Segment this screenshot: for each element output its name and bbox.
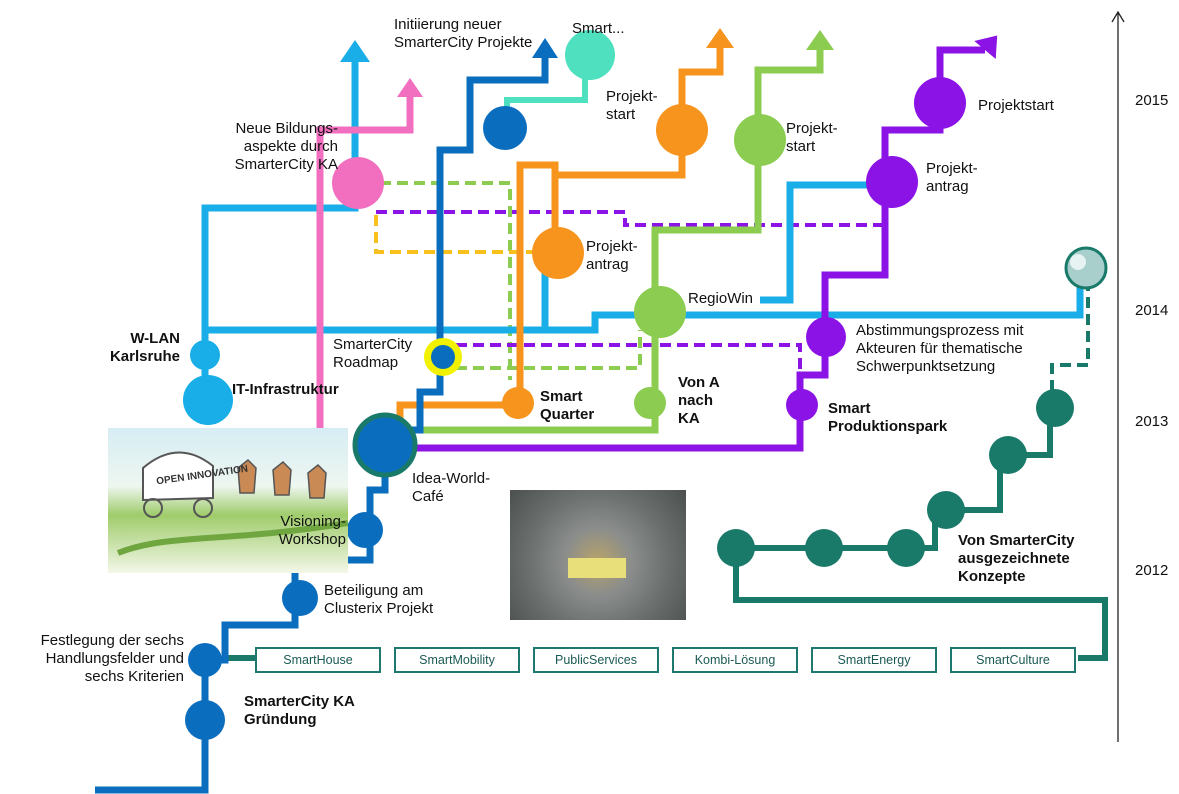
label-ideaworld: Idea-World- Café bbox=[412, 470, 491, 505]
field-smarthouse: SmartHouse bbox=[255, 647, 381, 673]
station-regiowin bbox=[634, 286, 686, 338]
station-future-teal-highlight bbox=[1070, 254, 1086, 270]
label-projektstart-orange: Projekt- start bbox=[606, 88, 658, 123]
workshop-photo bbox=[510, 490, 686, 620]
label-von-a-nach-ka: Von A nach KA bbox=[678, 374, 720, 427]
label-projektstart-purple: Projektstart bbox=[978, 97, 1054, 114]
station-roadmap bbox=[431, 345, 455, 369]
station-teal-1 bbox=[717, 529, 755, 567]
station-projektantrag-orange bbox=[532, 227, 584, 279]
label-projektantrag-purple: Projekt- antrag bbox=[926, 160, 978, 195]
label-ausgezeichnet: Von SmarterCity ausgezeichnete Konzepte bbox=[958, 532, 1075, 585]
year-2014: 2014 bbox=[1135, 302, 1169, 319]
station-it-infrastruktur bbox=[183, 375, 233, 425]
station-festlegung bbox=[188, 643, 222, 677]
green-arrow-icon bbox=[806, 30, 834, 50]
year-2013: 2013 bbox=[1135, 413, 1169, 430]
year-2012: 2012 bbox=[1135, 562, 1169, 579]
station-projektstart-green bbox=[734, 114, 786, 166]
label-roadmap: SmarterCity Roadmap bbox=[333, 336, 413, 371]
station-gruendung bbox=[185, 700, 225, 740]
station-teal-2 bbox=[805, 529, 843, 567]
label-visioning: Visioning- Workshop bbox=[278, 513, 346, 548]
station-visioning bbox=[347, 512, 383, 548]
label-smart: Smart... bbox=[572, 20, 625, 37]
field-smartculture: SmartCulture bbox=[950, 647, 1076, 673]
time-axis-arrow-icon bbox=[1111, 10, 1125, 23]
station-teal-6 bbox=[1036, 389, 1074, 427]
pink-line bbox=[316, 95, 414, 440]
field-kombi-loesung: Kombi-Lösung bbox=[672, 647, 798, 673]
light-blue-line-mid bbox=[205, 270, 1084, 334]
station-ideaworld bbox=[352, 412, 418, 478]
label-regiowin: RegioWin bbox=[688, 290, 754, 307]
light-blue-line-upper bbox=[760, 181, 880, 304]
orange-line-low bbox=[396, 161, 559, 420]
station-future-teal bbox=[1064, 246, 1108, 290]
label-produktionspark: Smart Produktionspark bbox=[828, 400, 948, 435]
station-projektantrag-purple bbox=[866, 156, 918, 208]
station-projektstart-purple bbox=[914, 77, 966, 129]
label-projektantrag-orange: Projekt- antrag bbox=[586, 238, 638, 273]
station-teal-5 bbox=[989, 436, 1027, 474]
station-abstimmung bbox=[806, 317, 846, 357]
light-blue-arrow-icon bbox=[340, 40, 370, 62]
station-teal-4 bbox=[927, 491, 965, 529]
label-wlan: W-LAN Karlsruhe bbox=[109, 330, 180, 365]
station-initiierung bbox=[483, 106, 527, 150]
label-bildung: Neue Bildungs- aspekte durch SmarterCity… bbox=[234, 120, 338, 173]
station-von-a-nach-ka bbox=[634, 387, 666, 419]
label-festlegung: Festlegung der sechs Handlungsfelder und… bbox=[40, 632, 184, 685]
label-projektstart-green: Projekt- start bbox=[786, 120, 838, 155]
label-gruendung: SmarterCity KA Gründung bbox=[244, 693, 355, 728]
label-it-infrastruktur: IT-Infrastruktur bbox=[232, 381, 339, 398]
dashed-teal-link bbox=[1050, 280, 1090, 400]
station-produktionspark bbox=[786, 389, 818, 421]
field-smartmobility: SmartMobility bbox=[394, 647, 520, 673]
orange-arrow-icon bbox=[706, 28, 734, 48]
pink-arrow-icon bbox=[397, 78, 423, 97]
field-publicservices: PublicServices bbox=[533, 647, 659, 673]
year-2015: 2015 bbox=[1135, 92, 1169, 109]
label-abstimmung: Abstimmungsprozess mit Akteuren für them… bbox=[856, 322, 1024, 375]
station-smart bbox=[565, 30, 615, 80]
station-smart-quarter bbox=[502, 387, 534, 419]
station-projektstart-orange bbox=[656, 104, 708, 156]
open-innovation-sketch: OPEN INNOVATION bbox=[108, 428, 348, 573]
purple-arrow-icon bbox=[974, 35, 998, 59]
field-smartenergy: SmartEnergy bbox=[811, 647, 937, 673]
sketch-drawing bbox=[116, 451, 348, 556]
station-clusterix bbox=[282, 580, 318, 616]
dark-blue-arrow-icon bbox=[532, 38, 558, 58]
dashed-green-link-mid bbox=[456, 330, 642, 370]
station-bildung bbox=[332, 157, 384, 209]
dark-blue-line bbox=[95, 55, 549, 794]
light-blue-line-main bbox=[201, 60, 359, 400]
station-wlan bbox=[190, 340, 220, 370]
dashed-green-link bbox=[380, 181, 512, 380]
dashed-orange-link bbox=[374, 215, 550, 254]
green-line bbox=[400, 48, 824, 434]
label-initiierung: Initiierung neuer SmarterCity Projekte bbox=[394, 16, 533, 51]
dashed-purple-link-top bbox=[376, 210, 890, 227]
label-smart-quarter: Smart Quarter bbox=[540, 388, 595, 423]
station-teal-3 bbox=[887, 529, 925, 567]
dashed-purple-link-mid bbox=[456, 343, 802, 380]
photo-table bbox=[568, 558, 626, 578]
label-clusterix: Beteiligung am Clusterix Projekt bbox=[324, 582, 434, 617]
teal-line-loop bbox=[733, 548, 1108, 661]
